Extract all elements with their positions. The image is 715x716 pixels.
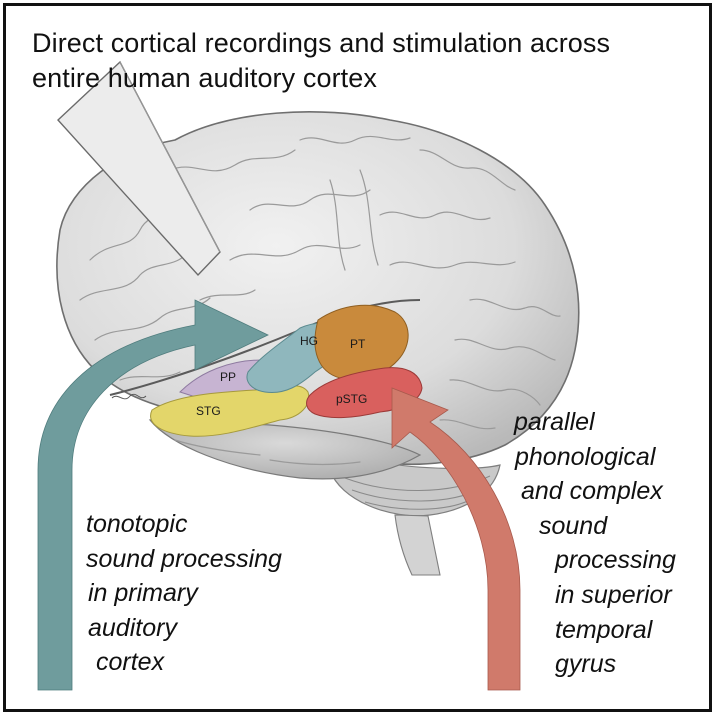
caption-line: and complex [521, 477, 663, 506]
caption-line: tonotopic [86, 510, 188, 538]
caption-line: cortex [96, 648, 165, 677]
electrode-shaft [57, 60, 221, 277]
region-stg [150, 385, 310, 437]
primary-auditory-caption: tonotopic sound processing in primary au… [86, 507, 282, 680]
label-pstg: pSTG [336, 392, 367, 406]
title-line: Direct cortical recordings and stimulati… [32, 28, 611, 58]
figure-title: Direct cortical recordings and stimulati… [32, 26, 610, 96]
primary-auditory-arrow [37, 299, 269, 691]
caption-line: auditory [88, 613, 177, 642]
label-pp: PP [220, 370, 236, 384]
caption-line: sound [539, 511, 608, 540]
auditory-regions: HG PT PP STG pSTG [150, 304, 423, 437]
caption-line: parallel [514, 408, 595, 436]
artist-signature [111, 393, 147, 400]
caption-line: sound processing [86, 544, 282, 573]
title-line: entire human auditory cortex [32, 63, 377, 93]
caption-line: in primary [88, 579, 198, 608]
label-stg: STG [196, 404, 221, 418]
caption-line: phonological [515, 442, 656, 471]
superior-temporal-caption: parallel phonological and complex sound … [514, 405, 676, 682]
region-pt [314, 304, 409, 380]
caption-line: in superior [555, 580, 672, 609]
label-pt: PT [350, 337, 366, 351]
stg-arrow [391, 387, 521, 691]
label-hg: HG [300, 334, 318, 348]
caption-line: processing [555, 546, 676, 575]
caption-line: gyrus [555, 650, 617, 679]
caption-line: temporal [555, 615, 653, 644]
